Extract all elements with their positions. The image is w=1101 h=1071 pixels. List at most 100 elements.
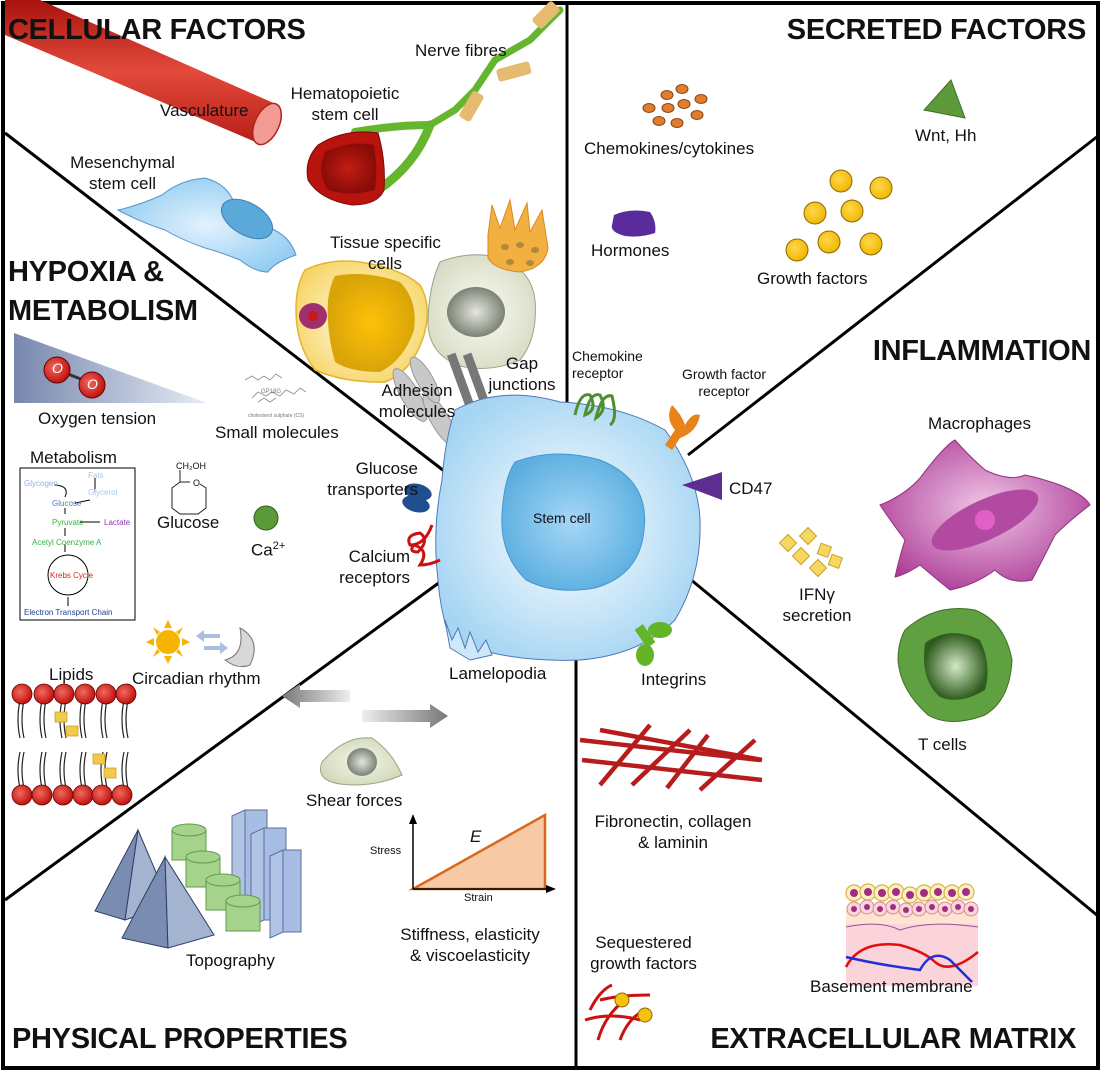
modulus-label: E [470, 827, 482, 846]
chemokines-label: Chemokines/cytokines [584, 139, 755, 158]
shear-forces-label: Shear forces [306, 791, 403, 810]
stem-cell-label: Stem cell [533, 510, 591, 526]
topography-label: Topography [186, 951, 275, 970]
stem-cell-icon [435, 394, 701, 661]
met-krebs: Krebs Cycle [50, 571, 94, 580]
heading-metabolism: METABOLISM [8, 295, 198, 327]
heading-physical-properties: PHYSICAL PROPERTIES [12, 1023, 348, 1055]
heading-inflammation: INFLAMMATION [872, 335, 1091, 367]
met-lactate: Lactate [104, 518, 131, 527]
heading-extracellular-matrix: EXTRACELLULAR MATRIX [710, 1023, 1076, 1055]
t-cell-icon [897, 608, 1013, 722]
growth-factor-receptor-icon [665, 405, 700, 450]
heading-secreted-factors: SECRETED FACTORS [786, 14, 1087, 46]
calcium-charge: 2+ [272, 540, 286, 552]
oxygen-tension-icon [14, 333, 207, 403]
section-dividers [4, 3, 1099, 1068]
moon-icon [223, 627, 255, 668]
ch2oh-label: CH₂OH [176, 461, 206, 471]
stress-axis-label: Stress [370, 845, 402, 857]
ring-o-label: O [193, 478, 201, 488]
hormones-icon [611, 210, 656, 237]
nerve-fibre-icon [351, 1, 564, 195]
calcium-ion-icon [253, 505, 279, 531]
metabolism-title: Metabolism [30, 448, 117, 467]
stiffness-label: Stiffness, elasticity & viscoelasticity [380, 924, 560, 966]
gap-line1: Gap [505, 354, 539, 373]
met-glucose: Glucose [52, 499, 82, 508]
stress-strain-chart [408, 812, 556, 893]
calcium-symbol: Ca [251, 540, 273, 560]
cd47-label: CD47 [729, 479, 773, 498]
heading-cellular-factors: CELLULAR FACTORS [8, 14, 306, 46]
lipid-bilayer-icon [11, 683, 137, 806]
macrophages-label: Macrophages [928, 414, 1032, 433]
tissue-line1: Tissue specific [330, 233, 441, 252]
oxygen-tension-label: Oxygen tension [38, 409, 157, 428]
lipids-label: Lipids [49, 665, 94, 684]
day-night-arrows-icon [196, 630, 228, 654]
msc-line2: stem cell [88, 174, 157, 193]
glucose-transporters-line1: Glucose [355, 459, 418, 478]
stiffness-line2: & viscoelasticity [410, 946, 530, 965]
wnt-hh-icon [923, 79, 966, 119]
stiffness-line1: Stiffness, elasticity [400, 925, 540, 944]
divider-upper-right [687, 134, 1099, 457]
growth-factors-icon [785, 169, 893, 262]
o2-atom-1: O [52, 360, 63, 376]
gf-receptor-line1: Growth factor [681, 366, 767, 382]
met-etc: Electron Transport Chain [24, 608, 113, 617]
cholesterol-label: cholesterol sulphate (CS) [248, 413, 305, 419]
hematopoietic-stem-cell-icon [306, 131, 385, 206]
gap-junctions-label: Gap junctions [482, 353, 562, 395]
integrins-label: Integrins [641, 670, 707, 689]
heading-hypoxia: HYPOXIA & [8, 256, 164, 288]
sequestered-line2: growth factors [590, 954, 697, 973]
collagen-mesh-icon [579, 723, 763, 792]
mesenchymal-stem-cell-icon [116, 177, 297, 273]
hsc-line1: Hematopoietic [290, 84, 400, 103]
macrophage-icon [879, 439, 1091, 591]
small-molecules-label: Small molecules [215, 423, 339, 442]
chemokine-receptor-icon [573, 393, 617, 427]
met-fats: Fats [88, 471, 104, 480]
tissue-specific-cells-icon [295, 198, 549, 383]
glucose-structure-icon [171, 470, 207, 515]
divider-upper-left [4, 131, 449, 476]
adhesion-molecules-icon [392, 356, 458, 447]
gf-receptor-line2: receptor [698, 383, 750, 399]
wnt-hh-label: Wnt, Hh [915, 126, 977, 145]
calcium-receptors-icon [407, 524, 441, 567]
tissue-line2: cells [367, 254, 402, 273]
tissue-specific-cells-label: Tissue specific cells [330, 232, 441, 274]
calcium-label: Ca2+ [251, 536, 285, 561]
o2-atom-2: O [87, 376, 98, 392]
glucose-transporters-label: Glucose transporters [318, 458, 418, 500]
chemokines-icon [642, 84, 708, 128]
ifn-line2: secretion [782, 606, 852, 625]
gap-line2: junctions [488, 375, 556, 394]
ifn-gamma-icon [778, 526, 844, 578]
metabolism-box [19, 467, 136, 621]
divider-lower-right [683, 572, 1099, 918]
small-molecules-icon [244, 373, 307, 403]
metabolism-arrows [47, 478, 100, 606]
fibronectin-line1: Fibronectin, collagen [594, 812, 752, 831]
shear-arrows-icon [282, 684, 448, 728]
glucose-transporters-icon [402, 483, 432, 513]
adhesion-line2: molecules [378, 402, 456, 421]
divider-lower-left [4, 580, 441, 902]
met-glycogen: Glycogen [24, 479, 58, 488]
glucose-transporters-line2: transporters [327, 480, 418, 499]
fibronectin-line2: & laminin [638, 833, 708, 852]
